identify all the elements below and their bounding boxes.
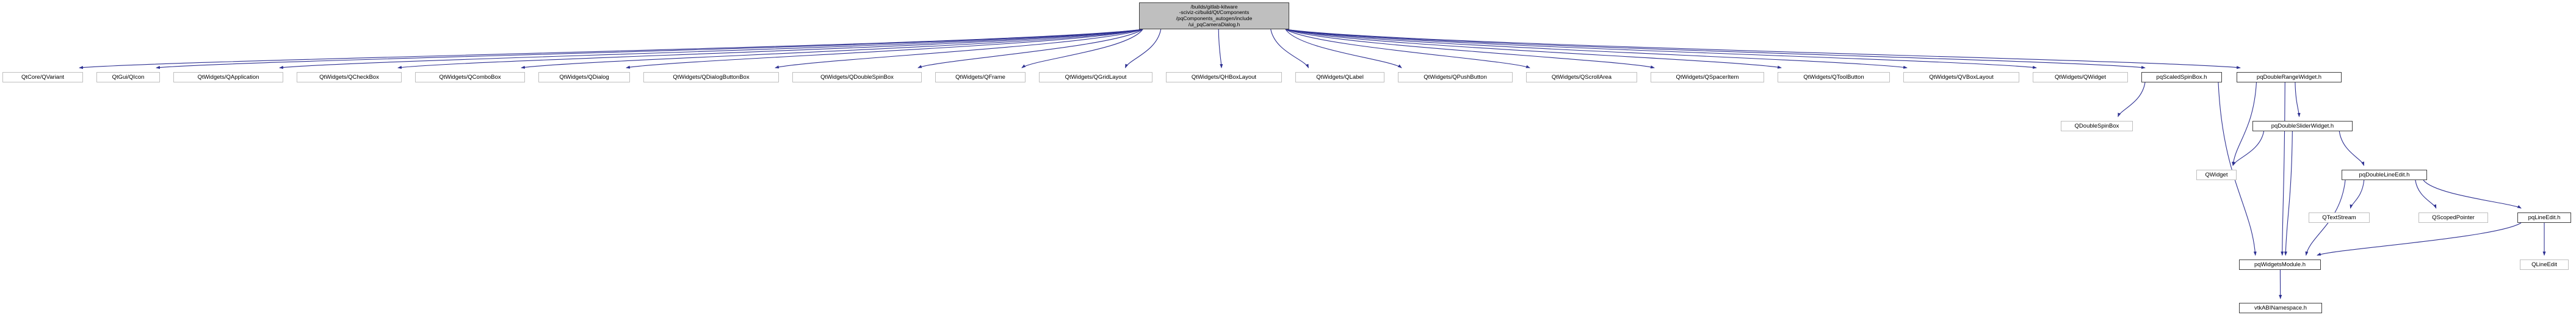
edge-pqdoublerange-to-pqwidgetsmodule <box>2281 82 2285 256</box>
graph-node-qgridlayout[interactable]: QtWidgets/QGridLayout <box>1039 72 1152 82</box>
edge-root-to-qgridlayout <box>1124 29 1162 68</box>
node-label: QtWidgets/QDialog <box>559 74 609 81</box>
edge-root-to-qpushbutton <box>1285 29 1402 68</box>
graph-node-pqscaledspinbox[interactable]: pqScaledSpinBox.h <box>2141 72 2222 82</box>
node-label: QtWidgets/QPushButton <box>1424 74 1487 81</box>
edge-root-to-qframe <box>1021 29 1143 68</box>
node-label: QtCore/QVariant <box>21 74 65 81</box>
edge-root-to-qhboxlayout <box>1218 29 1223 68</box>
edge-pqdoublelineedit-to-qtextstream <box>2350 180 2365 209</box>
edge-root-to-qlabel <box>1270 29 1309 68</box>
edge-pqdoubleslider-to-qwidget <box>2232 131 2265 166</box>
edge-pqscaledspinbox-to-qdoublespinbox <box>2118 82 2146 117</box>
node-label: QScopedPointer <box>2432 214 2475 221</box>
node-label: vtkABINamespace.h <box>2254 305 2307 311</box>
edge-root-to-qdialogbuttonbox <box>775 29 1143 69</box>
node-label: QtWidgets/QFrame <box>955 74 1005 81</box>
edge-pqdoublelineedit-to-pqlineedit <box>2423 180 2522 209</box>
edge-root-to-pqscaledspinbox <box>1285 29 2146 69</box>
edge-pqdoubleslider-to-pqdoublelineedit <box>2339 131 2365 166</box>
edge-pqdoubleslider-to-pqwidgetsmodule <box>2284 131 2293 256</box>
edge-root-to-qicon <box>156 29 1143 69</box>
graph-root-node[interactable]: /builds/gitlab-kitware -sciviz-ci/build/… <box>1139 2 1289 29</box>
edge-root-to-qwidget_top <box>1285 29 2037 69</box>
edge-root-to-qscrollarea <box>1285 29 1530 68</box>
node-label: pqDoubleSliderWidget.h <box>2271 123 2334 129</box>
node-label: QtWidgets/QDialogButtonBox <box>673 74 750 81</box>
node-label: pqDoubleRangeWidget.h <box>2256 74 2322 81</box>
edge-root-to-pqdoublerange <box>1285 29 2241 69</box>
edge-root-to-qvariant <box>79 29 1143 70</box>
graph-node-qhboxlayout[interactable]: QtWidgets/QHBoxLayout <box>1166 72 1282 82</box>
node-label: QtWidgets/QLabel <box>1316 74 1364 81</box>
edge-root-to-qdoublespinboxq <box>917 29 1143 68</box>
edge-root-to-qdialog <box>626 29 1143 69</box>
node-label: QtWidgets/QWidget <box>2055 74 2106 81</box>
graph-node-vtkabinamespace[interactable]: vtkABINamespace.h <box>2239 303 2322 313</box>
graph-node-qvboxlayout[interactable]: QtWidgets/QVBoxLayout <box>1903 72 2019 82</box>
graph-node-qscrollarea[interactable]: QtWidgets/QScrollArea <box>1526 72 1637 82</box>
node-label: QtGui/QIcon <box>112 74 145 81</box>
graph-node-qdialog[interactable]: QtWidgets/QDialog <box>538 72 630 82</box>
graph-node-qapplication[interactable]: QtWidgets/QApplication <box>173 72 283 82</box>
node-label: QtWidgets/QDoubleSpinBox <box>820 74 894 81</box>
graph-node-qscopedpointer[interactable]: QScopedPointer <box>2419 212 2488 223</box>
node-label: QWidget <box>2205 172 2228 178</box>
node-label: QLineEdit <box>2531 261 2557 268</box>
node-label: QtWidgets/QScrollArea <box>1551 74 1612 81</box>
node-label: QtWidgets/QComboBox <box>439 74 501 81</box>
graph-node-qlabel[interactable]: QtWidgets/QLabel <box>1295 72 1384 82</box>
graph-node-qdoublespinboxq[interactable]: QtWidgets/QDoubleSpinBox <box>792 72 922 82</box>
edge-root-to-qcheckbox <box>397 29 1143 69</box>
edge-root-to-qspaceritem <box>1285 29 1655 69</box>
node-label: QtWidgets/QToolButton <box>1803 74 1864 81</box>
node-label: QTextStream <box>2322 214 2356 221</box>
graph-node-qlineedit[interactable]: QLineEdit <box>2520 259 2569 270</box>
graph-node-pqwidgetsmodule[interactable]: pqWidgetsModule.h <box>2239 259 2321 270</box>
node-label: QtWidgets/QApplication <box>197 74 259 81</box>
graph-node-qwidget_top[interactable]: QtWidgets/QWidget <box>2033 72 2128 82</box>
edge-root-to-qcombobox <box>521 29 1143 69</box>
edge-pqdoublerange-to-pqdoubleslider <box>2295 82 2301 117</box>
node-label: pqScaledSpinBox.h <box>2156 74 2207 81</box>
node-label: QtWidgets/QVBoxLayout <box>1929 74 1994 81</box>
node-label: pqLineEdit.h <box>2528 214 2561 221</box>
node-label: QtWidgets/QHBoxLayout <box>1191 74 1257 81</box>
edge-pqdoublelineedit-to-qscopedpointer <box>2415 180 2437 209</box>
graph-node-pqdoubleslider[interactable]: pqDoubleSliderWidget.h <box>2252 121 2353 131</box>
node-label: /builds/gitlab-kitware -sciviz-ci/build/… <box>1176 3 1253 27</box>
edge-pqscaledspinbox-to-pqwidgetsmodule <box>2218 82 2257 256</box>
graph-node-qdoublespinbox[interactable]: QDoubleSpinBox <box>2061 121 2133 131</box>
graph-node-qdialogbuttonbox[interactable]: QtWidgets/QDialogButtonBox <box>643 72 779 82</box>
edge-pqlineedit-to-pqwidgetsmodule <box>2317 222 2522 256</box>
graph-node-pqdoublerange[interactable]: pqDoubleRangeWidget.h <box>2237 72 2342 82</box>
graph-node-pqdoublelineedit[interactable]: pqDoubleLineEdit.h <box>2342 170 2427 180</box>
graph-node-qpushbutton[interactable]: QtWidgets/QPushButton <box>1398 72 1513 82</box>
graph-node-qspaceritem[interactable]: QtWidgets/QSpacerItem <box>1651 72 1764 82</box>
edge-root-to-qtoolbutton <box>1285 29 1782 69</box>
node-label: QtWidgets/QCheckBox <box>319 74 379 81</box>
graph-node-qtoolbutton[interactable]: QtWidgets/QToolButton <box>1778 72 1890 82</box>
graph-node-qicon[interactable]: QtGui/QIcon <box>96 72 160 82</box>
graph-node-qcombobox[interactable]: QtWidgets/QComboBox <box>415 72 525 82</box>
node-label: pqWidgetsModule.h <box>2254 261 2306 268</box>
graph-node-qtextstream[interactable]: QTextStream <box>2309 212 2370 223</box>
node-label: QDoubleSpinBox <box>2074 123 2119 129</box>
graph-node-qcheckbox[interactable]: QtWidgets/QCheckBox <box>297 72 402 82</box>
node-label: QtWidgets/QSpacerItem <box>1676 74 1739 81</box>
graph-node-qvariant[interactable]: QtCore/QVariant <box>2 72 83 82</box>
graph-node-qwidget[interactable]: QWidget <box>2196 170 2237 180</box>
node-label: pqDoubleLineEdit.h <box>2359 172 2410 178</box>
graph-node-qframe[interactable]: QtWidgets/QFrame <box>935 72 1026 82</box>
edge-root-to-qapplication <box>279 29 1143 69</box>
graph-node-pqlineedit[interactable]: pqLineEdit.h <box>2517 212 2571 223</box>
edge-root-to-qvboxlayout <box>1285 29 1908 69</box>
node-label: QtWidgets/QGridLayout <box>1065 74 1127 81</box>
